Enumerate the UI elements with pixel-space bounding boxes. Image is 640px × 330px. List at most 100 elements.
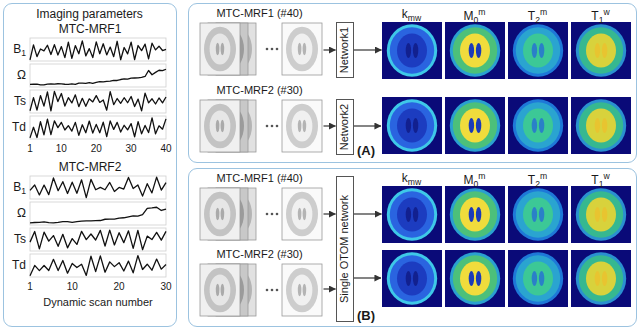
plot-frame: [30, 176, 166, 199]
parameter-map: [445, 186, 505, 243]
label-slot: Td: [3, 120, 26, 134]
panel-a: MTC-MRF1 (#40)Network1kmwM0mT2mT1wMTC-MR…: [188, 3, 637, 163]
ventricle: [602, 118, 607, 133]
white-matter: [523, 197, 553, 231]
white-matter: [586, 197, 616, 231]
text-slot: Imaging parameters: [4, 7, 175, 21]
flow-arrow: [324, 125, 336, 126]
brain-rim: [387, 252, 437, 304]
map-background: [445, 250, 505, 307]
map-background: [382, 186, 442, 243]
plot-line: [30, 230, 166, 250]
brain-rim: [576, 188, 626, 240]
map-background: [445, 186, 505, 243]
parameter-map: [508, 97, 568, 154]
flow-arrow: [354, 49, 382, 50]
text-glyph: M: [464, 9, 474, 23]
ventricle: [406, 43, 411, 58]
white-matter: [523, 261, 553, 295]
ventricle: [602, 207, 607, 222]
image-stack-picture: [200, 264, 322, 316]
parameter-name: Ts: [3, 232, 26, 246]
parameter-map: [571, 97, 631, 154]
ventricle: [476, 271, 481, 286]
flow-arrow: [324, 213, 336, 214]
ventricle: [413, 207, 418, 222]
mri-slice: [282, 100, 322, 152]
brain-outline: [453, 191, 497, 238]
text-slot: kmw: [382, 7, 442, 24]
white-matter: [586, 261, 616, 295]
network-label: Network1: [338, 26, 351, 72]
label-slot: Ω: [3, 68, 26, 82]
white-matter: [210, 33, 231, 64]
label-slot: 20: [107, 281, 131, 293]
slice-frame: [282, 264, 322, 316]
ventricle: [476, 43, 481, 58]
parameter-plots: [30, 38, 166, 139]
parameter-map: [445, 97, 505, 154]
network-box: Single OTOM network: [336, 176, 354, 322]
plot-line: [30, 177, 166, 198]
image-stack-picture: [200, 188, 322, 240]
mri-slice: [200, 100, 240, 152]
brain-outline: [204, 27, 236, 72]
label-slot: 1: [18, 281, 42, 293]
mri-slice: [200, 23, 240, 75]
ventricle: [303, 208, 307, 220]
text-glyph: 1: [599, 179, 604, 189]
white-matter: [397, 108, 427, 142]
map-title: T1w: [571, 171, 631, 190]
text-slot: MTC-MRF1 (#40): [196, 172, 324, 185]
white-matter: [210, 198, 231, 229]
parameter-name: B1: [3, 180, 26, 197]
image-stack: MTC-MRF1 (#40): [196, 172, 324, 243]
label-slot: Ts: [3, 94, 26, 108]
text-slot: T1w: [571, 171, 631, 190]
label-slot: 40: [154, 143, 178, 155]
brain-outline: [286, 268, 318, 313]
brain-rim: [387, 188, 437, 240]
plot-frame: [30, 228, 166, 251]
label-slot: 30: [154, 281, 178, 293]
white-matter: [586, 33, 616, 67]
ventricle: [298, 120, 302, 132]
plot-line: [30, 118, 166, 138]
stack-title: MTC-MRF1 (#40): [196, 7, 324, 20]
brain-outline: [516, 102, 560, 149]
text-glyph: T: [528, 173, 535, 187]
label-slot: 1: [18, 143, 42, 155]
ventricle: [469, 207, 474, 222]
ventricle: [532, 118, 537, 133]
mri-slice: [200, 264, 240, 316]
map-background: [445, 97, 505, 154]
network-label: Single OTOM network: [338, 194, 351, 302]
label-slot: 10: [49, 143, 73, 155]
stack-title: MTC-MRF2 (#30): [196, 248, 324, 261]
map-background: [571, 186, 631, 243]
slice-frame: [200, 188, 240, 240]
mri-slice: [282, 264, 322, 316]
brain-rim: [387, 24, 437, 76]
ventricle: [595, 118, 600, 133]
brain-outline: [579, 102, 623, 149]
text-slot: kmw: [382, 171, 442, 188]
label-slot: Td: [3, 258, 26, 272]
plot-line: [30, 41, 166, 60]
parameter-map: [508, 22, 568, 79]
brain-outline: [204, 104, 236, 149]
mri-slice: [282, 188, 322, 240]
ellipsis-dot: [271, 289, 274, 292]
brain-rim: [576, 252, 626, 304]
image-stack-picture: [200, 23, 322, 75]
axis-tick: 40: [154, 143, 178, 155]
text-glyph: 1: [21, 186, 26, 196]
ellipsis-dot: [271, 48, 274, 51]
panel-heading: Imaging parameters: [4, 7, 175, 21]
flow-arrow: [354, 213, 382, 214]
brain-outline: [390, 191, 434, 238]
parameter-map: [382, 22, 442, 79]
map-title: kmw: [382, 171, 442, 188]
text-slot: M0m: [445, 171, 505, 190]
